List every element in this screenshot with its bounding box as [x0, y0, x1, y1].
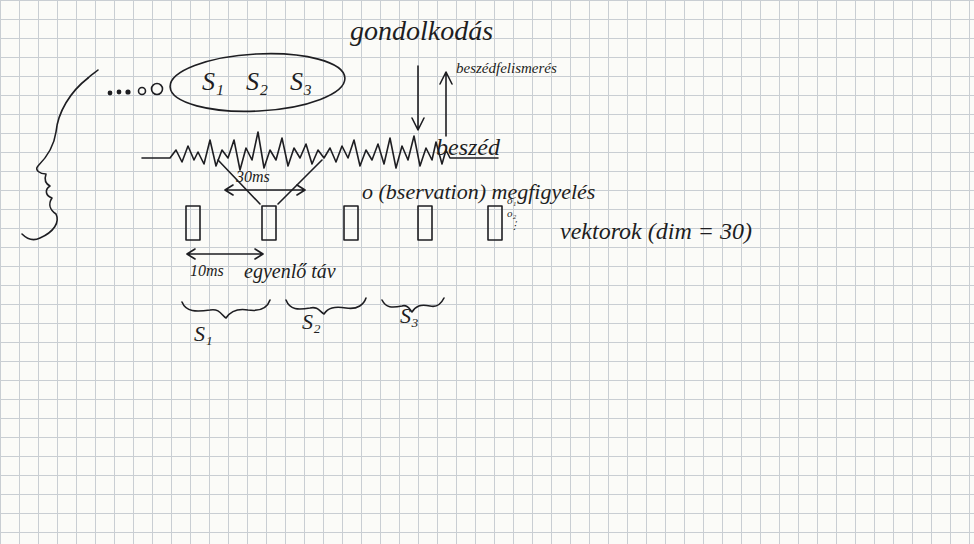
thought-dot	[117, 90, 120, 93]
state-symbol: S₃	[290, 68, 312, 97]
state-symbol: S₁	[202, 68, 224, 97]
observation-vector	[418, 206, 432, 240]
dimension-arrow	[225, 185, 305, 195]
handwritten-label: beszéd	[436, 134, 500, 160]
node-content: S₁ S₂ S₃	[168, 52, 347, 113]
up-arrow	[440, 72, 452, 136]
handwritten-label: beszédfelismerés	[456, 60, 557, 77]
handwritten-label: ⋮	[509, 219, 520, 231]
down-arrow	[412, 66, 424, 130]
thought-ellipse: S₁ S₂ S₃	[168, 52, 347, 113]
handwritten-label: S₃	[400, 304, 419, 328]
ellipse-shape	[169, 49, 347, 115]
handwritten-label: 30ms	[236, 168, 270, 186]
handwritten-label: egyenlő táv	[244, 260, 336, 282]
brace	[286, 298, 366, 314]
state-symbol: S₂	[246, 68, 268, 97]
thought-bubble	[152, 84, 163, 95]
handwritten-label: o₁	[507, 194, 516, 206]
observation-vector	[488, 206, 502, 240]
handwritten-label: vektorok (dim = 30)	[560, 218, 752, 244]
handwritten-label: S₁	[194, 322, 213, 346]
handwritten-label: 10ms	[190, 262, 224, 280]
handwritten-label: o (bservation) megfigyelés	[362, 180, 595, 204]
handwritten-label: o₂	[507, 207, 516, 219]
thought-dot	[108, 91, 111, 94]
window-line	[218, 160, 322, 204]
handwritten-label: gondolkodás	[350, 16, 493, 47]
observation-vector	[344, 206, 358, 240]
thought-dot	[126, 90, 130, 94]
brace	[182, 300, 270, 318]
face-back	[88, 70, 98, 78]
handwritten-label: S₂	[302, 310, 321, 334]
face-profile	[22, 78, 88, 240]
observation-vector	[186, 206, 200, 240]
observation-vector	[262, 206, 276, 240]
dimension-arrow	[187, 249, 263, 259]
thought-bubble	[139, 88, 146, 95]
